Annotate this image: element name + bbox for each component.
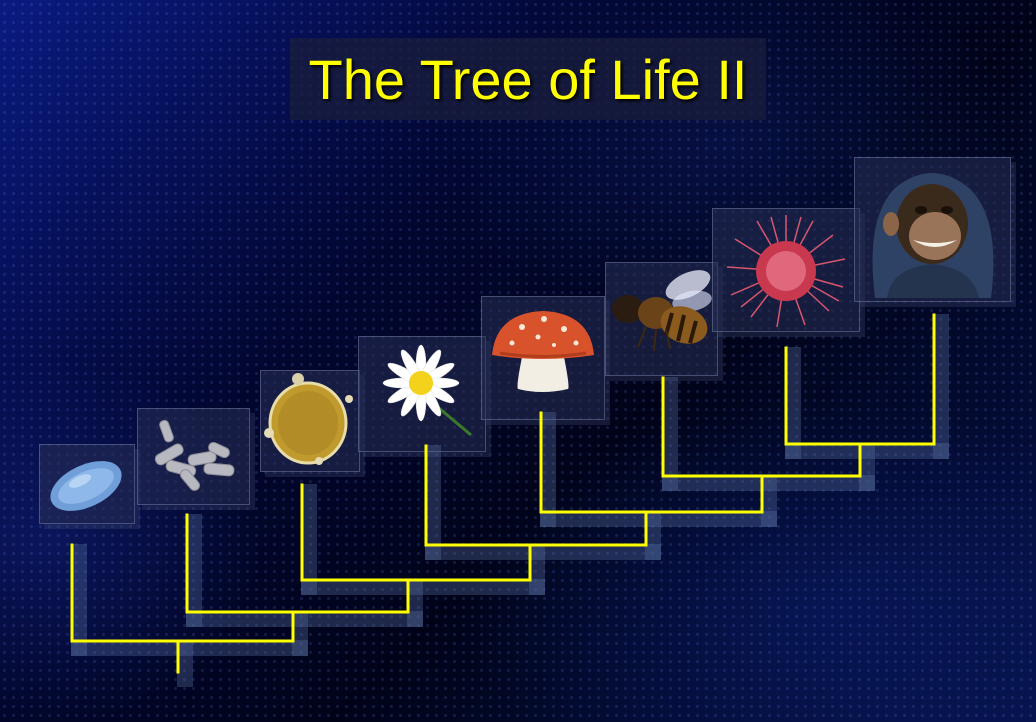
tree-shadow <box>79 322 941 679</box>
